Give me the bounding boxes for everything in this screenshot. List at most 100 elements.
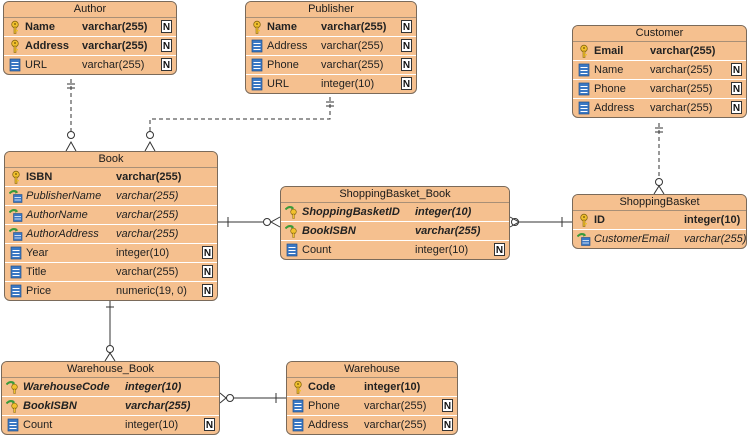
column-row[interactable]: AuthorAddress varchar(255): [5, 225, 217, 244]
column-type: varchar(255): [650, 45, 716, 57]
column-type: integer(10): [415, 206, 472, 218]
primary-foreign-key-icon: [284, 224, 299, 238]
column-name: Address: [308, 419, 349, 431]
column-icon: [291, 418, 305, 432]
column-name: AuthorAddress: [26, 228, 99, 240]
column-type: varchar(255): [82, 21, 148, 33]
crowfoot-marker: [653, 185, 665, 195]
not-null-badge: N: [494, 243, 505, 256]
not-null-badge: N: [161, 58, 172, 71]
column-type: varchar(255): [684, 233, 747, 245]
column-type: varchar(255): [116, 171, 182, 183]
not-null-badge: N: [401, 20, 412, 33]
column-type: varchar(255): [116, 228, 179, 240]
column-type: integer(10): [684, 214, 741, 226]
column-name: Phone: [594, 83, 626, 95]
not-null-badge: N: [442, 418, 453, 431]
column-name: URL: [25, 59, 48, 71]
column-icon: [250, 39, 264, 53]
not-null-badge: N: [731, 82, 742, 95]
primary-foreign-key-icon: [5, 380, 20, 394]
column-row[interactable]: URL integer(10) N: [246, 75, 416, 93]
column-name: AuthorName: [26, 209, 88, 221]
column-icon: [9, 265, 23, 279]
column-icon: [250, 58, 264, 72]
zero-marker: [511, 218, 519, 226]
column-name: URL: [267, 78, 290, 90]
not-null-badge: N: [731, 101, 742, 114]
column-name: Name: [25, 21, 55, 33]
crowfoot-marker: [269, 216, 281, 228]
column-icon: [8, 58, 22, 72]
not-null-badge: N: [442, 399, 453, 412]
zero-marker: [226, 394, 234, 402]
column-icon: [577, 63, 591, 77]
crowfoot-marker: [144, 140, 156, 152]
column-icon: [250, 77, 264, 91]
not-null-badge: N: [731, 63, 742, 76]
zero-marker: [263, 218, 271, 226]
column-row[interactable]: CustomerEmail varchar(255): [573, 230, 746, 248]
column-row[interactable]: AuthorName varchar(255): [5, 206, 217, 225]
zero-marker: [655, 178, 663, 186]
crowfoot-marker: [509, 216, 521, 228]
column-name: Count: [23, 419, 53, 431]
column-row[interactable]: Phone varchar(255) N: [287, 397, 457, 416]
column-type: varchar(255): [321, 59, 384, 71]
primary-key-icon: [9, 170, 23, 184]
column-type: varchar(255): [116, 209, 179, 221]
column-name: WarehouseCode: [23, 381, 110, 393]
zero-marker: [67, 131, 75, 139]
column-type: integer(10): [364, 381, 421, 393]
column-name: CustomerEmail: [594, 233, 670, 245]
column-icon: [9, 284, 23, 298]
entity-title: Publisher: [246, 2, 416, 18]
column-type: integer(10): [321, 78, 375, 90]
column-type: numeric(19, 0): [116, 285, 187, 297]
column-name: Count: [302, 244, 332, 256]
column-name: Phone: [308, 400, 340, 412]
not-null-badge: N: [401, 77, 412, 90]
column-name: Name: [267, 21, 297, 33]
column-type: varchar(255): [364, 400, 427, 412]
column-icon: [9, 246, 23, 260]
column-row[interactable]: Name varchar(255) N: [4, 18, 176, 37]
not-null-badge: N: [161, 20, 172, 33]
rel-publisher-book-line: [149, 97, 331, 131]
column-type: integer(10): [116, 247, 170, 259]
column-name: BookISBN: [302, 225, 356, 237]
crowfoot-marker: [104, 352, 116, 362]
